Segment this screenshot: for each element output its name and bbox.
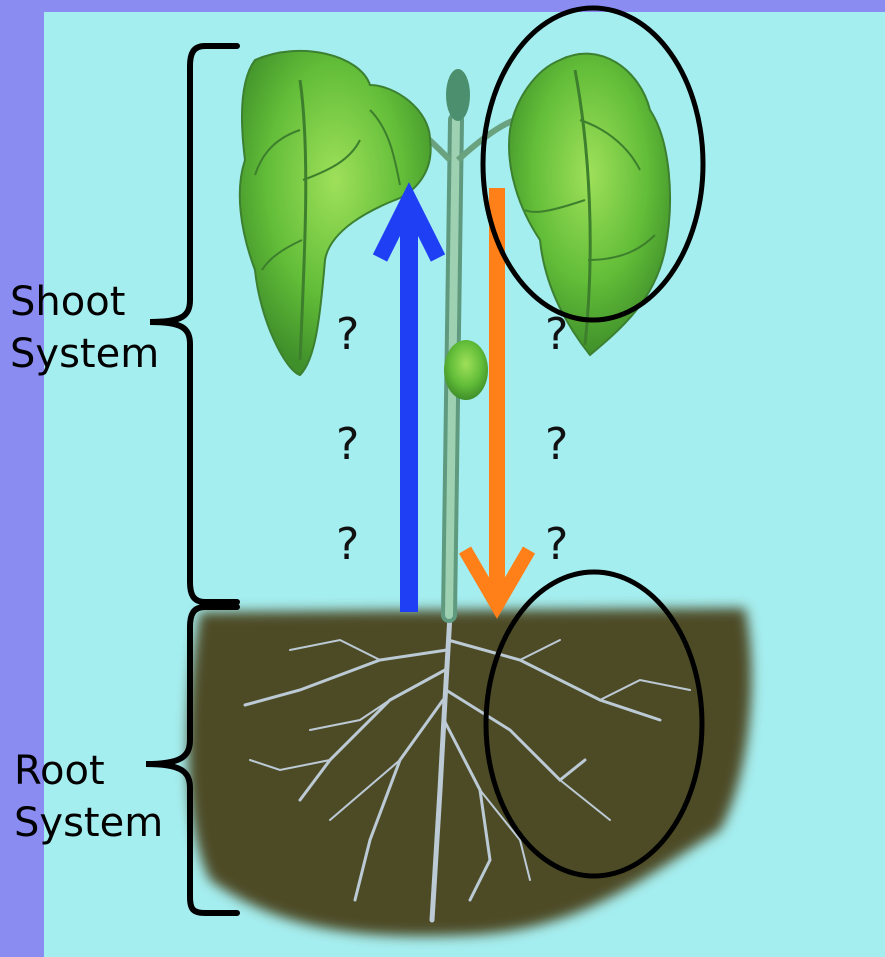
shoot-label-line2: System xyxy=(10,328,159,380)
question-mark: ? xyxy=(545,423,568,467)
question-mark: ? xyxy=(336,313,359,357)
question-mark: ? xyxy=(336,523,359,567)
question-mark: ? xyxy=(336,423,359,467)
root-label-line1: Root xyxy=(14,745,163,797)
root-system-label: Root System xyxy=(14,745,163,849)
shoot-label-line1: Shoot xyxy=(10,276,159,328)
root-label-line2: System xyxy=(14,797,163,849)
question-mark: ? xyxy=(545,313,568,357)
shoot-system-label: Shoot System xyxy=(10,276,159,380)
question-mark: ? xyxy=(545,523,568,567)
